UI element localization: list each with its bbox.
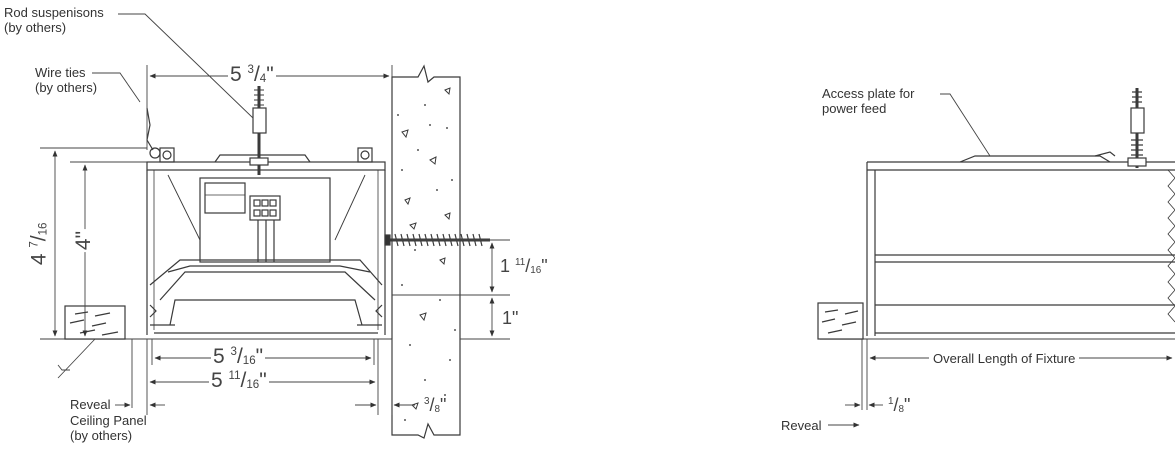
dim-aperture-outer-whole: 5 <box>211 369 223 392</box>
reflector-lens <box>149 259 383 334</box>
dim-aperture-inner: 5 3/16" <box>211 345 266 368</box>
access-plate-label-line2: power feed <box>822 101 887 116</box>
leaders-left <box>57 13 254 379</box>
dim-width-top-den: 4 <box>259 73 267 86</box>
wire-ties-label-line1: Wire ties <box>35 65 86 80</box>
dim-width-top-unit: " <box>266 63 274 86</box>
rod-suspension-label-line1: Rod suspenisons <box>4 5 104 20</box>
dim-height-box-whole: 4 <box>72 238 96 251</box>
access-plate-label-line1: Access plate for <box>822 86 915 101</box>
dim-aperture-outer: 5 11/16" <box>209 369 269 392</box>
dim-wall-gap-den: 8 <box>434 403 441 415</box>
dim-lower-offset: 1" <box>500 308 521 328</box>
ceiling-panel-right <box>817 302 864 340</box>
ceiling-panel-left <box>64 305 126 340</box>
rod-suspension-right <box>1127 88 1147 168</box>
dim-height-box-unit: " <box>72 230 96 239</box>
dim-width-top-whole: 5 <box>230 63 242 86</box>
overall-length-label: Overall Length of Fixture <box>929 351 1080 366</box>
dim-screw-offset-unit: " <box>541 256 548 276</box>
dim-screw-offset-whole: 1 <box>500 256 511 276</box>
ceiling-panel-label-line2: (by others) <box>70 428 133 443</box>
dim-wall-gap: 3/8" <box>422 395 449 415</box>
dim-wall-gap-num: 3 <box>424 396 430 408</box>
concrete-wall <box>391 64 461 439</box>
dim-width-top: 5 3/4" <box>228 63 276 86</box>
dim-height-total-num: 7 <box>28 241 41 248</box>
dim-aperture-outer-unit: " <box>259 369 267 392</box>
ceiling-panel-label-line1: Ceiling Panel <box>70 413 147 428</box>
dim-aperture-outer-num: 11 <box>228 369 241 382</box>
dim-lower-offset-whole: 1 <box>502 308 513 328</box>
section-view <box>40 13 510 439</box>
terminal-block <box>249 195 281 262</box>
dim-height-total-den: 16 <box>37 222 50 236</box>
dim-aperture-inner-unit: " <box>255 345 264 368</box>
dim-height-total-whole: 4 <box>27 253 51 266</box>
leaders-right <box>940 93 991 157</box>
fixture-housing <box>146 147 386 335</box>
rod-suspension-label-line2: (by others) <box>4 20 67 35</box>
reveal-left-label: Reveal <box>70 397 111 412</box>
dim-flange-right: 1/8" <box>886 395 913 415</box>
dim-flange-right-num: 1 <box>888 396 894 408</box>
dim-height-total: 4 7/16 <box>27 220 51 268</box>
dim-aperture-inner-num: 3 <box>230 345 237 358</box>
dim-flange-right-unit: " <box>904 395 911 415</box>
dim-screw-offset: 1 11/16" <box>498 256 550 276</box>
wire-ties-label-line2: (by others) <box>35 80 98 95</box>
wire-ties <box>146 107 161 159</box>
rod-suspension <box>249 75 269 175</box>
elevation-view <box>817 88 1175 428</box>
dim-aperture-inner-whole: 5 <box>213 345 225 368</box>
dim-aperture-inner-den: 16 <box>242 355 256 368</box>
dim-flange-right-den: 8 <box>898 403 905 415</box>
fixture-body-elevation <box>866 151 1175 336</box>
dim-screw-offset-num: 11 <box>515 257 526 269</box>
dim-lower-offset-unit: " <box>512 308 519 328</box>
dim-height-box: 4" <box>72 228 96 253</box>
dim-screw-offset-den: 16 <box>530 264 542 276</box>
dim-aperture-outer-den: 16 <box>246 379 260 392</box>
dim-width-top-num: 3 <box>247 63 254 76</box>
reveal-right-label: Reveal <box>781 418 822 433</box>
dim-wall-gap-unit: " <box>440 395 447 415</box>
